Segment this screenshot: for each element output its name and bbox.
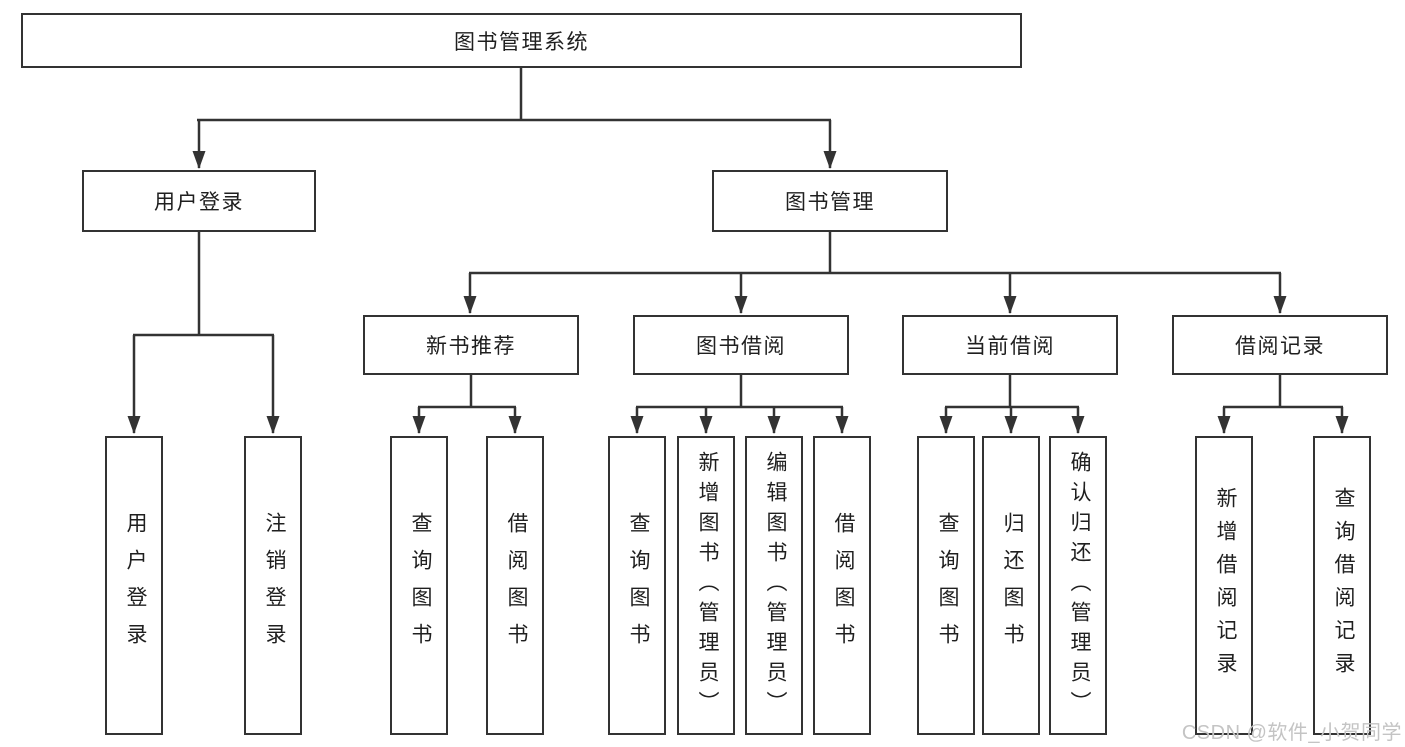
leaf-borrow-books-borrowing: 借阅图书	[813, 436, 871, 735]
leaf-add-book-admin: 新增图书（管理员）	[677, 436, 735, 735]
node-borrowing-records: 借阅记录	[1172, 315, 1388, 375]
connector-user-login-subtree	[127, 232, 280, 434]
leaf-query-books-current: 查询图书	[917, 436, 975, 735]
connector-new-book-subtree	[412, 375, 522, 434]
leaf-return-books: 归还图书	[982, 436, 1040, 735]
connector-book-management-to-level3	[463, 232, 1287, 314]
node-current-borrowing: 当前借阅	[902, 315, 1118, 375]
node-new-book-recommend: 新书推荐	[363, 315, 579, 375]
leaf-query-books-borrowing: 查询图书	[608, 436, 666, 735]
leaf-edit-book-admin: 编辑图书（管理员）	[745, 436, 803, 735]
node-book-management: 图书管理	[712, 170, 948, 232]
node-book-borrowing: 图书借阅	[633, 315, 849, 375]
connector-borrowing-records-subtree	[1217, 375, 1349, 434]
leaf-user-login: 用户登录	[105, 436, 163, 735]
leaf-query-borrow-record: 查询借阅记录	[1313, 436, 1371, 735]
connector-current-borrowing-subtree	[939, 375, 1085, 434]
leaf-query-books-recommend: 查询图书	[390, 436, 448, 735]
csdn-watermark: CSDN @软件_小贺同学	[1181, 722, 1402, 744]
node-root: 图书管理系统	[21, 13, 1022, 68]
leaf-add-borrow-record: 新增借阅记录	[1195, 436, 1253, 735]
node-user-login: 用户登录	[82, 170, 316, 232]
leaf-logout: 注销登录	[244, 436, 302, 735]
connector-root-to-level2	[192, 68, 837, 169]
leaf-confirm-return-admin: 确认归还（管理员）	[1049, 436, 1107, 735]
connector-book-borrowing-subtree	[630, 375, 849, 434]
leaf-borrow-books-recommend: 借阅图书	[486, 436, 544, 735]
